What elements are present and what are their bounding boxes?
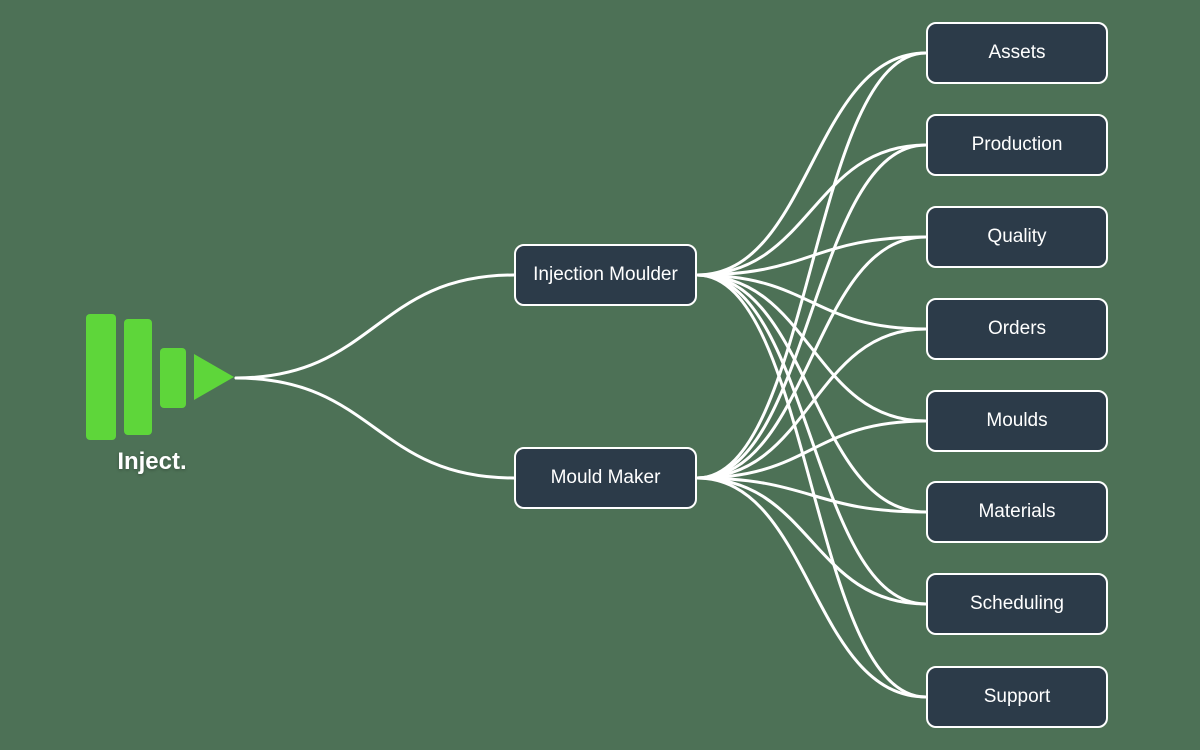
node-label: Support bbox=[983, 686, 1051, 707]
node-label: Materials bbox=[978, 501, 1056, 522]
node-label: Quality bbox=[987, 226, 1047, 247]
edge-logo-injection-moulder bbox=[234, 273, 516, 380]
edge-injection-moulder-quality bbox=[695, 235, 928, 277]
node-mould-maker[interactable]: Mould Maker bbox=[514, 447, 697, 509]
edge-logo-mould-maker bbox=[234, 376, 516, 480]
node-support[interactable]: Support bbox=[926, 666, 1108, 728]
node-production[interactable]: Production bbox=[926, 114, 1108, 176]
node-injection-moulder[interactable]: Injection Moulder bbox=[514, 244, 697, 306]
node-label: Production bbox=[971, 134, 1063, 155]
edge-injection-moulder-production bbox=[695, 143, 928, 277]
inject-logo-icon bbox=[86, 314, 234, 440]
edge-mould-maker-moulds bbox=[695, 419, 928, 480]
node-quality[interactable]: Quality bbox=[926, 206, 1108, 268]
edge-mould-maker-orders bbox=[695, 327, 928, 480]
edge-mould-maker-scheduling bbox=[695, 476, 928, 606]
node-label: Mould Maker bbox=[550, 467, 661, 488]
inject-logo[interactable] bbox=[86, 314, 236, 442]
node-scheduling[interactable]: Scheduling bbox=[926, 573, 1108, 635]
node-label: Moulds bbox=[986, 410, 1048, 431]
node-moulds[interactable]: Moulds bbox=[926, 390, 1108, 452]
edge-mould-maker-support bbox=[695, 476, 928, 699]
edge-mould-maker-quality bbox=[695, 235, 928, 480]
edge-injection-moulder-assets bbox=[695, 51, 928, 277]
edge-injection-moulder-orders bbox=[695, 273, 928, 331]
node-label: Scheduling bbox=[969, 593, 1065, 614]
edge-mould-maker-production bbox=[695, 143, 928, 480]
node-label: Orders bbox=[987, 318, 1047, 339]
edge-mould-maker-assets bbox=[695, 51, 928, 480]
edge-mould-maker-materials bbox=[695, 476, 928, 514]
edge-injection-moulder-moulds bbox=[695, 273, 928, 423]
node-assets[interactable]: Assets bbox=[926, 22, 1108, 84]
node-orders[interactable]: Orders bbox=[926, 298, 1108, 360]
node-label: Injection Moulder bbox=[533, 264, 678, 285]
node-materials[interactable]: Materials bbox=[926, 481, 1108, 543]
edge-injection-moulder-materials bbox=[695, 273, 928, 514]
node-label: Assets bbox=[988, 42, 1046, 63]
inject-logo-label: Inject. bbox=[117, 448, 187, 475]
edge-injection-moulder-support bbox=[695, 273, 928, 699]
edge-injection-moulder-scheduling bbox=[695, 273, 928, 606]
